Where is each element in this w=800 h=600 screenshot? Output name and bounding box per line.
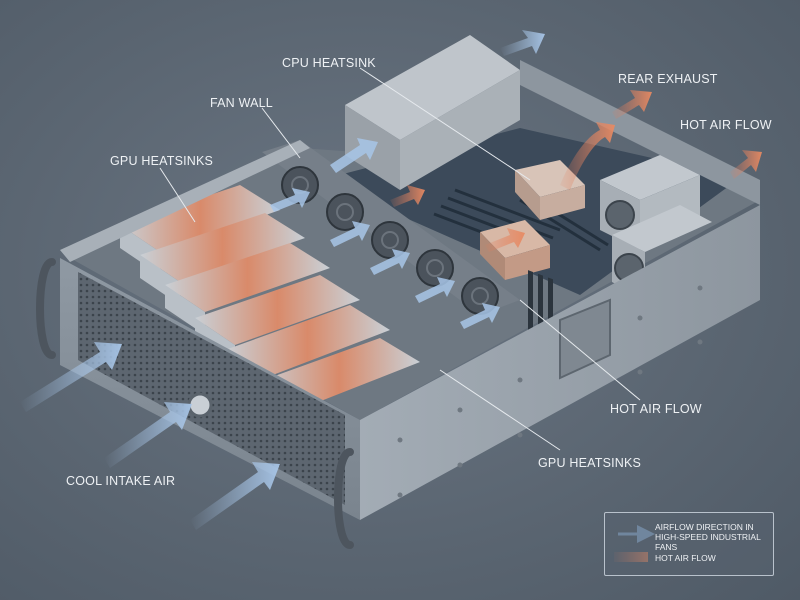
hot-airflow-arrow-icon [390, 90, 762, 252]
legend-airflow-line1: AIRFLOW DIRECTION IN [655, 522, 754, 532]
fan-icon [281, 166, 499, 315]
label-hot-air-flow-mid: HOT AIR FLOW [610, 402, 702, 416]
label-rear-exhaust: REAR EXHAUST [618, 72, 718, 86]
internal-cool-arrows [270, 138, 500, 329]
leader-lines [159, 67, 641, 451]
legend: AIRFLOW DIRECTION IN HIGH-SPEED INDUSTRI… [604, 512, 774, 576]
label-gpu-heatsinks-bottom: GPU HEATSINKS [538, 456, 642, 470]
legend-hot-row: HOT AIR FLOW [655, 553, 716, 563]
chassis-rear-wall [520, 60, 760, 205]
legend-airflow-line2: HIGH-SPEED INDUSTRIAL FANS [655, 532, 761, 552]
fan-blades [291, 176, 489, 305]
label-fan-wall: FAN WALL [210, 96, 273, 110]
rack-handle-right [334, 448, 354, 549]
label-gpu-heatsinks-left: GPU HEATSINKS [110, 154, 214, 168]
label-cpu-heatsink: CPU HEATSINK [282, 56, 376, 70]
chassis-front-panel [60, 258, 360, 520]
label-cool-intake-air: COOL INTAKE AIR [66, 474, 176, 488]
cool-airflow-arrow-icon [20, 30, 545, 530]
rack-handle-left [36, 258, 56, 359]
side-vent-handle [559, 298, 611, 380]
legend-hot-air: HOT AIR FLOW [655, 553, 716, 563]
power-button [187, 392, 213, 418]
chassis-side-panel [360, 205, 760, 520]
legend-airflow-row: AIRFLOW DIRECTION IN HIGH-SPEED INDUSTRI… [655, 522, 773, 552]
label-hot-air-flow-top: HOT AIR FLOW [680, 118, 772, 132]
chassis-left-rail [60, 140, 310, 262]
